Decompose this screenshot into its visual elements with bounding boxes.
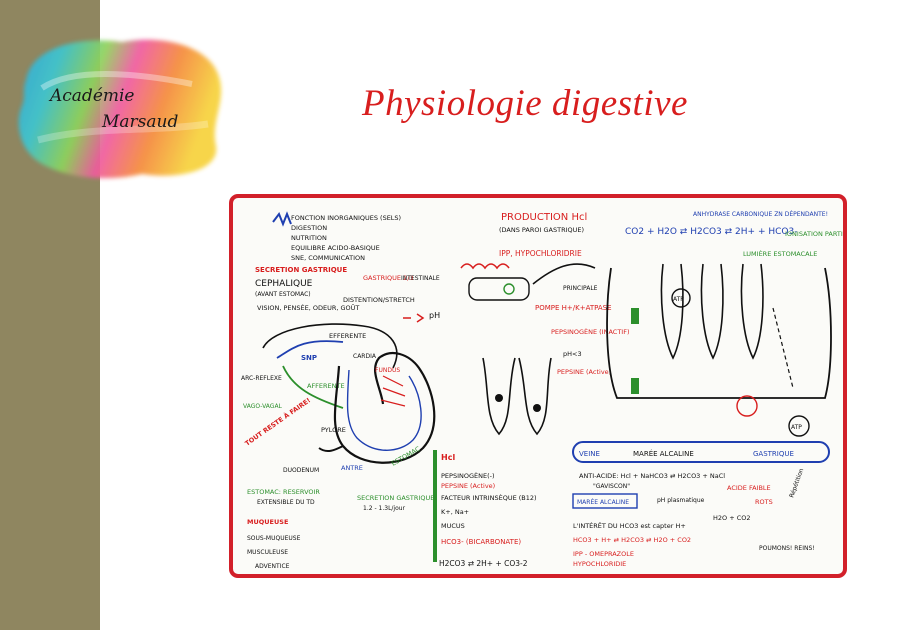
svg-text:1.2 - 1.3L/jour: 1.2 - 1.3L/jour — [363, 505, 406, 512]
list-bar — [433, 450, 437, 562]
svg-text:ESTOMAC: RESERVOIR: ESTOMAC: RESERVOIR — [247, 488, 320, 496]
svg-text:SECRETION GASTRIQUE: SECRETION GASTRIQUE — [357, 494, 434, 502]
svg-text:ESTOMAC: ESTOMAC — [390, 445, 422, 468]
stomach-drawing — [318, 351, 436, 464]
svg-text:(DANS PAROI GASTRIQUE): (DANS PAROI GASTRIQUE) — [499, 226, 584, 234]
svg-text:MARÉE ALCALINE: MARÉE ALCALINE — [577, 498, 629, 506]
svg-text:ACIDE FAIBLE: ACIDE FAIBLE — [727, 484, 771, 492]
svg-text:EXTENSIBLE DU TD: EXTENSIBLE DU TD — [257, 499, 315, 506]
whiteboard-image: FONCTION INORGANIQUES (SELS) DIGESTION N… — [229, 194, 847, 578]
svg-text:MUCUS: MUCUS — [441, 522, 465, 530]
svg-text:ANHYDRASE CARBONIQUE ZN DÉPEND: ANHYDRASE CARBONIQUE ZN DÉPENDANTE! — [693, 210, 828, 218]
svg-text:pH: pH — [429, 311, 440, 320]
svg-text:H2O + CO2: H2O + CO2 — [713, 514, 751, 522]
svg-text:ROTS: ROTS — [755, 498, 773, 506]
svg-text:SNE, COMMUNICATION: SNE, COMMUNICATION — [291, 254, 365, 262]
svg-text:MUQUEUSE: MUQUEUSE — [247, 518, 288, 526]
svg-text:DUODENUM: DUODENUM — [283, 467, 319, 474]
svg-text:IPP, HYPOCHLORIDRIE: IPP, HYPOCHLORIDRIE — [499, 249, 582, 258]
svg-text:VISION, PENSÉE, ODEUR, GOÛT: VISION, PENSÉE, ODEUR, GOÛT — [257, 303, 359, 312]
svg-text:CARDIA: CARDIA — [353, 353, 377, 360]
svg-text:pH plasmatique: pH plasmatique — [657, 497, 705, 504]
svg-text:POMPE H+/K+ATPASE: POMPE H+/K+ATPASE — [535, 304, 612, 312]
gland-drawing — [482, 357, 552, 436]
svg-text:EFFERENTE: EFFERENTE — [329, 332, 366, 340]
svg-text:NUTRITION: NUTRITION — [291, 234, 327, 242]
svg-text:DISTENTION/STRETCH: DISTENTION/STRETCH — [343, 296, 415, 304]
svg-text:PEPSINOGÈNE(-): PEPSINOGÈNE(-) — [441, 471, 495, 480]
svg-text:(AVANT ESTOMAC): (AVANT ESTOMAC) — [255, 291, 311, 298]
svg-text:EQUILIBRE ACIDO-BASIQUE: EQUILIBRE ACIDO-BASIQUE — [291, 244, 380, 252]
svg-text:"GAVISCON": "GAVISCON" — [593, 483, 630, 490]
svg-text:FUNDUS: FUNDUS — [375, 367, 400, 374]
page-title: Physiologie digestive — [362, 83, 688, 124]
svg-text:LUMIÈRE ESTOMACALE: LUMIÈRE ESTOMACALE — [743, 249, 817, 258]
gastric-cells — [460, 263, 596, 301]
svg-text:MARÉE ALCALINE: MARÉE ALCALINE — [633, 449, 694, 458]
brand-logo: Académie Marsaud — [12, 28, 232, 188]
svg-text:VAGO-VAGAL: VAGO-VAGAL — [243, 403, 283, 410]
svg-text:ADVENTICE: ADVENTICE — [255, 563, 290, 570]
fonctions-list: FONCTION INORGANIQUES (SELS) DIGESTION N… — [272, 211, 401, 262]
whiteboard-drawing: FONCTION INORGANIQUES (SELS) DIGESTION N… — [241, 210, 843, 570]
svg-text:CEPHALIQUE: CEPHALIQUE — [255, 279, 313, 289]
svg-text:K+, Na+: K+, Na+ — [441, 508, 469, 516]
svg-text:ATP: ATP — [791, 424, 802, 431]
brand-line-2: Marsaud — [102, 112, 179, 132]
svg-text:ANTRE: ANTRE — [341, 464, 363, 472]
svg-text:Hcl: Hcl — [441, 453, 455, 462]
svg-text:PRINCIPALE: PRINCIPALE — [563, 285, 598, 292]
svg-text:GASTRIQUE: GASTRIQUE — [753, 450, 794, 458]
svg-text:SOUS-MUQUEUSE: SOUS-MUQUEUSE — [247, 535, 301, 542]
svg-text:AFFERENTE: AFFERENTE — [307, 382, 345, 390]
svg-text:MUSCULEUSE: MUSCULEUSE — [247, 549, 288, 556]
svg-text:GASTRIQUE 2/3: GASTRIQUE 2/3 — [363, 274, 414, 282]
svg-text:PRODUCTION Hcl: PRODUCTION Hcl — [501, 212, 587, 223]
svg-text:DIGESTION: DIGESTION — [291, 224, 327, 232]
svg-text:PYLORE: PYLORE — [321, 426, 346, 434]
svg-text:Répétition: Répétition — [788, 467, 805, 498]
svg-text:VEINE: VEINE — [579, 450, 600, 458]
parietal-cell-drawing: ATP ATP — [606, 263, 832, 437]
svg-text:H2CO3 ⇄ 2H+ + CO3-2: H2CO3 ⇄ 2H+ + CO3-2 — [439, 559, 528, 568]
svg-text:HCO3 + H+ ⇄ H2CO3 ⇄ H2O + CO2: HCO3 + H+ ⇄ H2CO3 ⇄ H2O + CO2 — [573, 536, 691, 544]
svg-text:CO2 + H2O ⇄ H2CO3 ⇄ 2H+ + HCO3: CO2 + H2O ⇄ H2CO3 ⇄ 2H+ + HCO3- — [625, 227, 797, 237]
svg-text:INTESTINALE: INTESTINALE — [401, 275, 440, 282]
brand-line-1: Académie — [50, 86, 135, 106]
svg-text:SECRETION GASTRIQUE: SECRETION GASTRIQUE — [255, 266, 347, 274]
svg-text:HCO3- (BICARBONATE): HCO3- (BICARBONATE) — [441, 538, 521, 546]
svg-text:POUMONS! REINS!: POUMONS! REINS! — [759, 545, 815, 552]
svg-text:pH<3: pH<3 — [563, 350, 582, 358]
svg-text:PEPSINE (Active): PEPSINE (Active) — [557, 368, 611, 376]
svg-text:L'INTÉRÊT DU HCO3 est capter H: L'INTÉRÊT DU HCO3 est capter H+ — [573, 521, 686, 530]
watercolor-splash — [18, 39, 222, 179]
vein-tube — [572, 441, 830, 463]
svg-text:IONISATION PARTIELLE: IONISATION PARTIELLE — [785, 230, 843, 238]
svg-text:ARC-REFLEXE: ARC-REFLEXE — [241, 375, 282, 382]
svg-text:FONCTION INORGANIQUES (SELS): FONCTION INORGANIQUES (SELS) — [291, 214, 401, 222]
svg-text:ANTI-ACIDE: Hcl + NaHCO3 ⇄ H2C: ANTI-ACIDE: Hcl + NaHCO3 ⇄ H2CO3 + NaCl — [579, 472, 725, 480]
svg-text:FACTEUR INTRINSÈQUE (B12): FACTEUR INTRINSÈQUE (B12) — [441, 493, 537, 502]
svg-text:PEPSINOGÈNE (INACTIF): PEPSINOGÈNE (INACTIF) — [551, 327, 630, 336]
svg-text:HYPOCHLORIDIE: HYPOCHLORIDIE — [573, 560, 626, 568]
svg-text:PEPSINE (Active): PEPSINE (Active) — [441, 482, 495, 490]
svg-text:ATP: ATP — [673, 296, 684, 303]
svg-text:SNP: SNP — [301, 354, 317, 362]
svg-text:IPP - OMEPRAZOLE: IPP - OMEPRAZOLE — [573, 550, 634, 558]
maree-box — [572, 493, 638, 509]
